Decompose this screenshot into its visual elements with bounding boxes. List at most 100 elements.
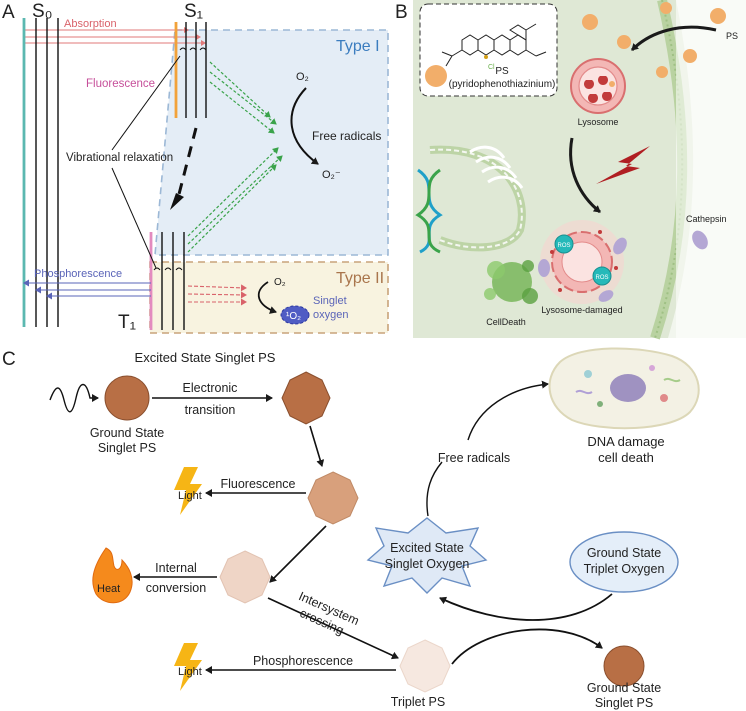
panel-b: B Cl PS (pyridophenothiazinium) bbox=[395, 0, 746, 340]
cell-death-label: CellDeath bbox=[486, 317, 526, 327]
ps-particles bbox=[582, 2, 726, 78]
ps-molecule-inset bbox=[419, 3, 558, 97]
s1-levels bbox=[174, 22, 207, 118]
panel-a-letter: A bbox=[2, 2, 15, 23]
oxygen-label: oxygen bbox=[313, 309, 348, 321]
fluorescence-label: Fluorescence bbox=[86, 78, 155, 90]
triplet-ps-shape bbox=[399, 639, 451, 693]
dna-damage-label: DNA damage bbox=[587, 434, 664, 449]
free-radicals-a-label: Free radicals bbox=[312, 129, 381, 143]
electronic-label: Electronic bbox=[183, 381, 238, 395]
ground-ps-circle-2 bbox=[603, 645, 645, 687]
ground-state-o-label: Ground State bbox=[587, 546, 661, 560]
damaged-cell-icon bbox=[548, 347, 700, 430]
internal-label: Internal bbox=[155, 561, 197, 575]
heat-label: Heat bbox=[97, 583, 120, 595]
ps-inset-name: (pyridophenothiazinium) bbox=[449, 79, 556, 90]
type2-label: Type II bbox=[336, 270, 384, 287]
cell-death-icon bbox=[484, 260, 538, 304]
panel-a: A Type I Type II Absorption S₀ S₁ bbox=[2, 1, 389, 334]
s1-label: S₁ bbox=[184, 1, 203, 22]
type2-curve-arrow bbox=[257, 281, 277, 314]
cell-death-c-label: cell death bbox=[598, 450, 654, 465]
o2-minus-label: O₂⁻ bbox=[322, 169, 341, 181]
ground-state-ps-label-2: Ground State bbox=[587, 681, 661, 695]
vibrational-relaxation-label: Vibrational relaxation bbox=[66, 152, 173, 164]
type1-region bbox=[154, 29, 389, 256]
panel-c: C Excited State Singlet PS Ground State … bbox=[2, 347, 700, 710]
absorption-label: Absorption bbox=[64, 18, 117, 30]
singlet-ps-label: Singlet PS bbox=[98, 441, 156, 455]
light-label-2: Light bbox=[178, 666, 202, 678]
triplet-oxygen-oval bbox=[569, 531, 679, 593]
ros-label-2: ROS bbox=[595, 275, 608, 281]
nucleus bbox=[429, 145, 526, 252]
panel-c-letter: C bbox=[2, 349, 16, 370]
conversion-label: conversion bbox=[146, 581, 206, 595]
lysosome-label: Lysosome bbox=[578, 117, 619, 127]
ground-state-ps-circle bbox=[104, 375, 150, 421]
t1-levels bbox=[149, 232, 185, 330]
type1-label: Type I bbox=[336, 38, 380, 55]
t1-label: T₁ bbox=[118, 312, 136, 333]
ground-state-label: Ground State bbox=[90, 426, 164, 440]
ps-inset-circle bbox=[425, 65, 447, 87]
lysosome bbox=[570, 58, 626, 114]
phosphorescence-label: Phosphorescence bbox=[34, 268, 122, 280]
cathepsin-label: Cathepsin bbox=[686, 214, 727, 224]
light-label-1: Light bbox=[178, 490, 202, 502]
ps-molecule-structure bbox=[441, 23, 547, 67]
ps-right-label: PS bbox=[726, 31, 738, 41]
s0-levels bbox=[22, 18, 59, 327]
ps-return-arrow bbox=[451, 628, 603, 665]
ic-arrow bbox=[269, 525, 327, 583]
triplet-ps-label: Triplet PS bbox=[391, 695, 445, 709]
relaxed-ps-shape bbox=[307, 471, 359, 525]
singlet-oxygen-blob bbox=[280, 305, 310, 325]
t1-squiggles bbox=[153, 267, 183, 271]
excited-ps-shape bbox=[281, 371, 331, 425]
singlet-oxygen-star bbox=[366, 517, 488, 594]
isc-dashed-arrow bbox=[176, 127, 198, 199]
ps-inset-label: PS bbox=[495, 66, 509, 77]
o2-curve-arrow bbox=[290, 87, 319, 165]
singlet-label: Singlet bbox=[313, 295, 347, 307]
phosphorescence-c-label: Phosphorescence bbox=[253, 654, 353, 668]
type1-green-arrows bbox=[187, 61, 283, 253]
triplet-oxygen-label: Triplet Oxygen bbox=[584, 562, 665, 576]
transition-label: transition bbox=[185, 403, 236, 417]
light-bolt-icon-1 bbox=[174, 467, 202, 515]
free-radicals-arrow bbox=[467, 380, 549, 441]
type2-red-arrows bbox=[187, 284, 247, 306]
singlet-ps-label-2: Singlet PS bbox=[595, 696, 653, 710]
pale-ps-shape bbox=[219, 550, 271, 604]
ps-uptake-arrow bbox=[630, 25, 717, 52]
o2-label: O₂ bbox=[296, 71, 309, 83]
lysosome-damaged bbox=[538, 220, 627, 304]
singlet-oxygen-label: Singlet Oxygen bbox=[385, 557, 470, 571]
singlet-o2-symbol: ¹O₂ bbox=[286, 311, 301, 322]
svg-text:Cl: Cl bbox=[488, 64, 495, 71]
golgi bbox=[469, 145, 524, 189]
light-wave-icon bbox=[49, 383, 99, 413]
heat-flame-icon bbox=[92, 547, 133, 604]
ros-label-1: ROS bbox=[557, 243, 570, 249]
laser-bolt-icon bbox=[596, 146, 650, 184]
excited-singlet-ps-label: Excited State Singlet PS bbox=[135, 350, 276, 365]
fluorescence-c-label: Fluorescence bbox=[220, 477, 295, 491]
phosphorescence-lines bbox=[23, 279, 151, 300]
panel-b-letter: B bbox=[395, 2, 408, 23]
cathepsin-icon bbox=[692, 230, 708, 250]
isc-arrow bbox=[267, 597, 399, 660]
s0-label: S₀ bbox=[32, 1, 53, 22]
energy-to-oxygen-arrow bbox=[439, 593, 613, 621]
dna-helix-icon bbox=[415, 168, 443, 254]
light-bolt-icon-2 bbox=[174, 643, 202, 691]
s1-squiggles bbox=[179, 47, 207, 51]
vibrational-pointers bbox=[111, 55, 181, 269]
excited-state-label: Excited State bbox=[390, 541, 464, 555]
relax-arrow bbox=[309, 425, 325, 467]
isc-arrowhead bbox=[170, 193, 184, 210]
o2-type2-label: O₂ bbox=[274, 277, 286, 288]
